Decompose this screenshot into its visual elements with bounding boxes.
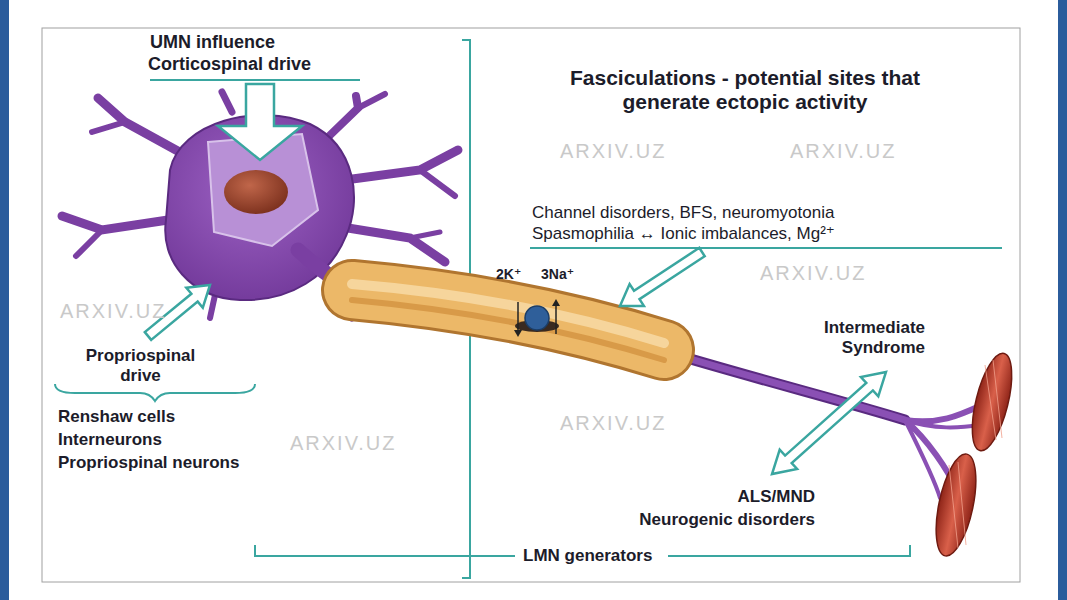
ion-label: 2K⁺ — [496, 266, 521, 282]
label: Channel disorders, BFS, neuromyotonia — [532, 203, 834, 223]
muscle-fibres — [929, 350, 1020, 560]
hollow-arrow — [772, 372, 886, 474]
watermark: ARXIV.UZ — [60, 300, 166, 323]
label: Corticospinal drive — [148, 54, 311, 75]
title: Fasciculations - potential sites that ge… — [525, 66, 965, 114]
ion-label: 3Na⁺ — [541, 266, 574, 282]
guide-lines — [55, 40, 1002, 578]
label: LMN generators — [515, 546, 660, 566]
watermark: ARXIV.UZ — [560, 412, 666, 435]
myelin-sheath — [352, 284, 664, 360]
label: Spasmophilia ↔ Ionic imbalances, Mg²⁺ — [532, 224, 835, 244]
watermark: ARXIV.UZ — [290, 432, 396, 455]
watermark: ARXIV.UZ — [760, 262, 866, 285]
hollow-arrows — [145, 84, 886, 474]
watermark: ARXIV.UZ — [790, 140, 896, 163]
label: Neurogenic disorders — [560, 510, 815, 530]
hollow-arrow — [218, 84, 302, 160]
label: UMN influence — [150, 32, 275, 53]
nucleus — [224, 170, 288, 214]
label: ALS/MND — [600, 487, 815, 507]
hollow-arrow — [620, 248, 705, 306]
frame-bar — [0, 0, 9, 600]
label: Renshaw cells — [58, 407, 175, 427]
ion-pump — [514, 299, 560, 337]
label: Interneurons — [58, 430, 162, 450]
label: Propriospinal neurons — [58, 453, 239, 473]
panel — [42, 28, 1020, 582]
axon-terminal — [660, 350, 984, 498]
label: Intermediate Syndrome — [770, 318, 925, 357]
label: Propriospinal drive — [78, 346, 203, 385]
watermark: ARXIV.UZ — [560, 140, 666, 163]
frame-bar — [1058, 0, 1067, 600]
